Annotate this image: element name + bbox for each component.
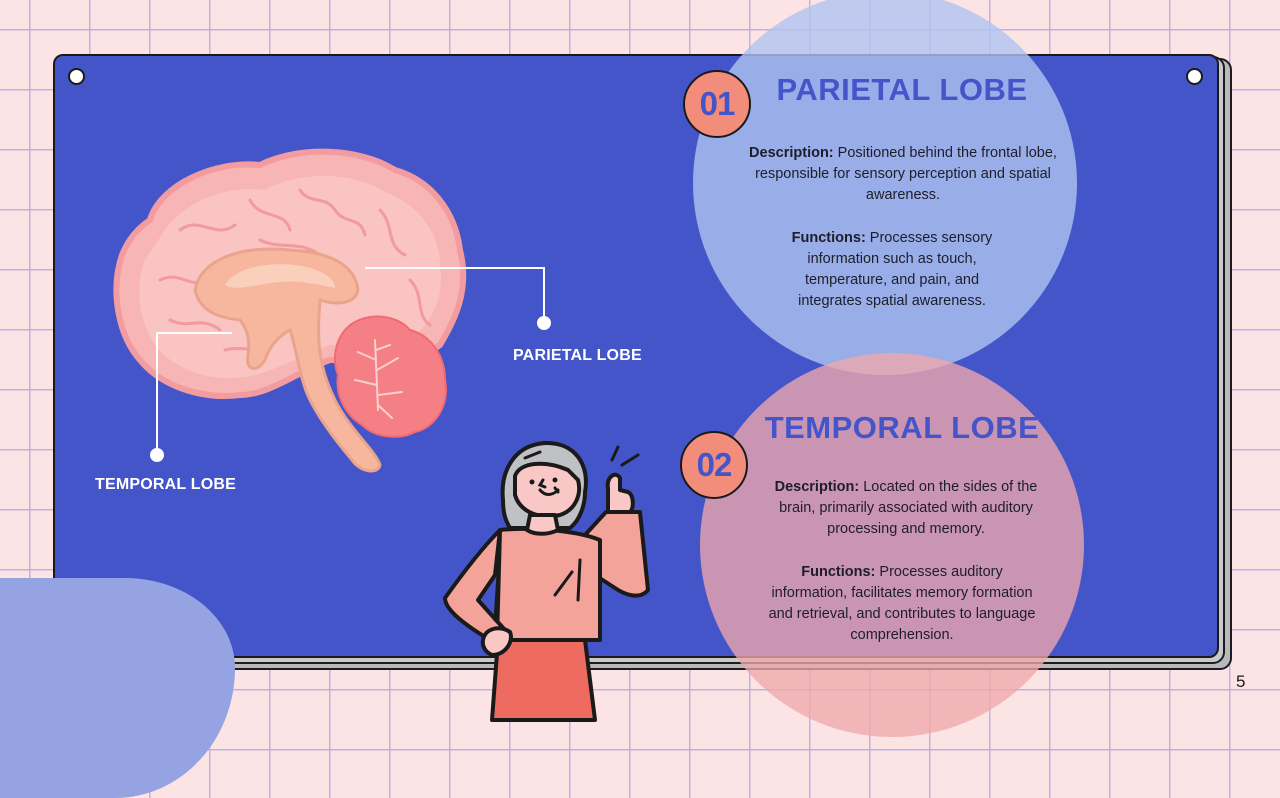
functions-text: Processes auditory information, facilita…: [768, 564, 1036, 643]
woman-thumbs-up-illustration: [443, 440, 650, 722]
parietal-description: Description: Positioned behind the front…: [745, 143, 1061, 206]
functions-label: Functions:: [801, 564, 876, 580]
description-label: Description:: [774, 479, 860, 495]
parietal-functions: Functions: Processes sensory information…: [790, 228, 994, 312]
functions-label: Functions:: [791, 230, 866, 246]
parietal-info-circle: [693, 0, 1077, 375]
temporal-lobe-label: TEMPORAL LOBE: [95, 476, 236, 493]
parietal-lobe-label: PARIETAL LOBE: [513, 347, 642, 364]
functions-text: Processes sensory information such as to…: [798, 230, 993, 309]
pin-icon-right: [1186, 68, 1203, 85]
section-title-parietal: PARIETAL LOBE: [776, 72, 1028, 107]
temporal-description: Description: Located on the sides of the…: [758, 477, 1054, 540]
section-title-temporal: TEMPORAL LOBE: [764, 410, 1040, 445]
section-number-badge-01: 01: [683, 70, 751, 138]
description-label: Description:: [749, 145, 834, 161]
section-number-badge-02: 02: [680, 431, 748, 499]
pin-icon-left: [68, 68, 85, 85]
temporal-info-circle: [700, 353, 1084, 737]
description-text: Located on the sides of the brain, prima…: [779, 479, 1038, 537]
page-number: 5: [1236, 672, 1246, 691]
temporal-functions: Functions: Processes auditory informatio…: [764, 562, 1040, 646]
brain-illustration: [113, 148, 551, 473]
description-text: Positioned behind the frontal lobe, resp…: [755, 145, 1057, 203]
